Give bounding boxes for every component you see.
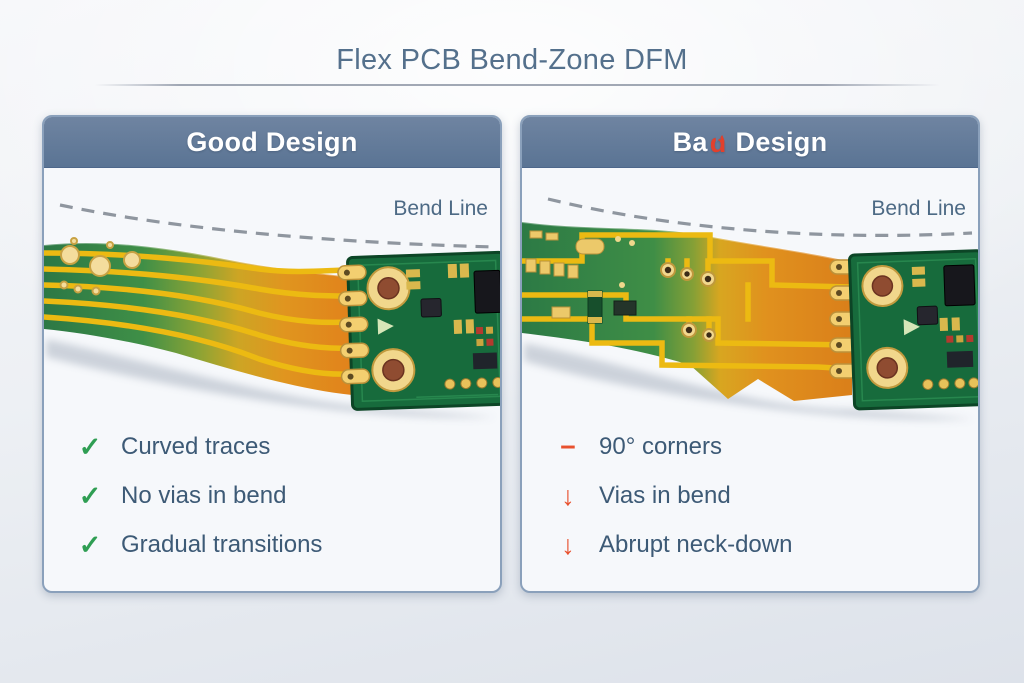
checklist-item: ✓ No vias in bend — [76, 482, 482, 510]
good-pcb-illustration: Bend Line — [44, 197, 500, 418]
flex-ribbon — [522, 222, 852, 401]
checklist-item: ✓ Curved traces — [76, 433, 482, 461]
good-panel-title: Good Design — [186, 126, 358, 157]
ic-chip — [943, 264, 976, 307]
check-icon: ✓ — [78, 432, 102, 462]
passive-components — [911, 266, 961, 332]
checklist-label: Vias in bend — [599, 482, 731, 509]
minus-icon: − — [560, 432, 576, 462]
flex-components — [525, 230, 637, 324]
check-icon: ✓ — [78, 530, 102, 560]
checklist-label: No vias in bend — [121, 482, 287, 509]
good-panel-header: Good Design — [44, 117, 500, 168]
silkscreen-triangle — [903, 319, 920, 336]
checklist-label: Gradual transitions — [121, 531, 323, 558]
gold-pins — [444, 376, 500, 390]
silkscreen-triangle — [377, 318, 394, 335]
title-divider — [95, 84, 940, 86]
checklist-item: ↓ Vias in bend — [554, 482, 960, 510]
bend-line-label: Bend Line — [871, 197, 966, 220]
down-arrow-icon: ↓ — [561, 530, 575, 560]
ic-chip-small — [916, 305, 939, 326]
ic-chip — [473, 269, 500, 314]
broken-letter-d-glyph: d — [709, 127, 727, 158]
flex-shadow — [524, 343, 974, 420]
bad-panel-title-suffix: Design — [735, 126, 828, 157]
check-icon: ✓ — [78, 481, 102, 511]
good-design-panel: Good Design Bend Line — [42, 115, 502, 593]
checklist-label: Curved traces — [121, 433, 271, 460]
ic-chip-small — [420, 297, 442, 318]
finger-pad-holes — [836, 264, 842, 374]
connector-finger-pads — [337, 264, 371, 385]
bad-panel-header: Ba d Design — [522, 117, 978, 168]
good-checklist: ✓ Curved traces ✓ No vias in bend ✓ Grad… — [76, 433, 482, 559]
gold-pins — [922, 377, 978, 390]
bad-design-panel: Ba d Design Bend Line — [520, 115, 980, 593]
bend-line-dashed — [59, 203, 497, 249]
page-title: Flex PCB Bend-Zone DFM — [336, 44, 688, 76]
bad-checklist: − 90° corners ↓ Vias in bend ↓ Abrupt ne… — [554, 433, 960, 559]
checklist-item: ↓ Abrupt neck-down — [554, 531, 960, 559]
checklist-label: Abrupt neck-down — [599, 531, 793, 558]
flex-pads — [59, 237, 141, 296]
bend-line-label: Bend Line — [393, 197, 488, 220]
bad-pcb-illustration: Bend Line — [522, 197, 978, 420]
checklist-item: − 90° corners — [554, 433, 960, 461]
rigid-board — [337, 250, 500, 411]
checklist-label: 90° corners — [599, 433, 722, 460]
bad-panel-title-prefix: Ba — [672, 126, 708, 157]
silkscreen-line — [416, 393, 499, 399]
bend-line-dashed — [547, 197, 973, 238]
passive-components — [405, 263, 475, 334]
vias-in-bend — [660, 262, 716, 342]
tiny-components — [472, 326, 498, 370]
down-arrow-icon: ↓ — [561, 481, 575, 511]
finger-pad-holes — [343, 269, 354, 380]
tiny-components — [946, 334, 974, 368]
checklist-item: ✓ Gradual transitions — [76, 531, 482, 559]
rigid-board — [847, 249, 978, 411]
